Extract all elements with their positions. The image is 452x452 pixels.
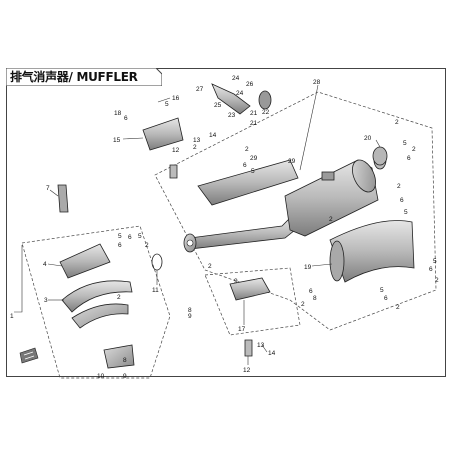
callout-5-a: 5 xyxy=(118,233,122,240)
callout-12-top: 12 xyxy=(172,147,180,154)
spring-top xyxy=(169,164,178,179)
center-group-outline xyxy=(204,267,301,336)
callout-7: 7 xyxy=(46,185,50,192)
header-heat-shield xyxy=(59,243,111,279)
left-group-outline xyxy=(21,225,171,379)
callout-26: 26 xyxy=(246,81,254,88)
top-bracket xyxy=(211,83,251,115)
callout-5-g: 5 xyxy=(433,258,437,265)
callout-6-f: 6 xyxy=(400,197,404,204)
oxygen-sensor xyxy=(57,184,69,213)
heat-shield-end xyxy=(329,240,345,282)
callout-2-e: 2 xyxy=(412,146,416,153)
callout-3: 3 xyxy=(44,297,48,304)
callout-9-a: 9 xyxy=(188,313,192,320)
callout-10: 10 xyxy=(97,373,105,380)
header-pipes xyxy=(61,280,133,313)
gasket xyxy=(151,253,163,271)
callout-14-top: 14 xyxy=(209,132,217,139)
callout-15: 15 xyxy=(113,137,121,144)
callout-21-a: 21 xyxy=(250,110,258,117)
callout-6-i: 6 xyxy=(309,288,313,295)
callout-6-c: 6 xyxy=(124,115,128,122)
callout-6-g: 6 xyxy=(429,266,433,273)
callout-6-h: 6 xyxy=(384,295,388,302)
diagram-title: 排气消声器/ MUFFLER xyxy=(10,70,138,84)
callout-8-a: 8 xyxy=(188,307,192,314)
hanger-bracket xyxy=(229,277,271,301)
damper xyxy=(372,146,388,166)
callout-12-bottom: 12 xyxy=(243,367,251,374)
callout-29-b: 29 xyxy=(288,158,296,165)
callout-13-top: 13 xyxy=(193,137,201,144)
callout-5-e: 5 xyxy=(403,140,407,147)
rubber-mount xyxy=(258,90,272,110)
direction-arrow-icon xyxy=(19,347,39,364)
callout-9-b: 9 xyxy=(234,278,238,285)
callout-2-c: 2 xyxy=(117,294,121,301)
callout-4: 4 xyxy=(43,261,47,268)
callout-24-b: 24 xyxy=(236,90,244,97)
callout-28: 28 xyxy=(313,79,321,86)
muffler-bracket xyxy=(321,171,335,181)
callout-2-h: 2 xyxy=(435,277,439,284)
rear-shield xyxy=(142,117,184,151)
callout-2-j: 2 xyxy=(301,301,305,308)
callout-5-c: 5 xyxy=(165,101,169,108)
callout-5-d: 5 xyxy=(251,168,255,175)
callout-2-i: 2 xyxy=(396,304,400,311)
callout-5-h: 5 xyxy=(380,287,384,294)
leader-lines xyxy=(14,84,381,365)
callout-6-e: 6 xyxy=(407,155,411,162)
callout-6-d: 6 xyxy=(243,162,247,169)
muffler-end-cap xyxy=(352,159,376,193)
callout-14-bottom: 14 xyxy=(268,350,276,357)
callout-11: 11 xyxy=(152,287,159,294)
callout-19: 19 xyxy=(304,264,312,271)
callout-17: 17 xyxy=(238,326,246,333)
muffler-heat-shield xyxy=(329,220,415,283)
callout-20: 20 xyxy=(364,135,372,142)
callout-18: 18 xyxy=(114,110,122,117)
callout-25: 25 xyxy=(214,102,222,109)
callout-2-k: 2 xyxy=(208,263,212,270)
mount-bracket xyxy=(103,344,135,369)
callout-29-a: 29 xyxy=(250,155,258,162)
callout-21-b: 21 xyxy=(250,120,258,127)
callout-6-b: 6 xyxy=(128,234,132,241)
callout-23: 23 xyxy=(228,112,236,119)
pipe-heat-shield xyxy=(197,159,299,206)
callout-2-b: 2 xyxy=(193,144,197,151)
callout-2-f: 2 xyxy=(397,183,401,190)
callout-1: 1 xyxy=(10,313,14,320)
callout-8-b: 8 xyxy=(313,295,317,302)
callout-9-c: 9 xyxy=(123,373,127,380)
callout-2-a: 2 xyxy=(145,242,149,249)
callout-2-d: 2 xyxy=(395,119,399,126)
callout-2-g: 2 xyxy=(329,216,333,223)
callout-2-l: 2 xyxy=(245,146,249,153)
callout-16: 16 xyxy=(172,95,180,102)
exhaust-pipe xyxy=(189,217,296,250)
callout-5-b: 5 xyxy=(138,233,142,240)
callout-5-f: 5 xyxy=(404,209,408,216)
callout-13-bottom: 13 xyxy=(257,342,265,349)
right-group-outline xyxy=(154,91,437,331)
callout-labels: 1 3 4 7 10 11 12 12 13 13 14 14 15 16 17… xyxy=(10,75,439,380)
header-pipes-lower xyxy=(71,303,129,329)
callout-24-a: 24 xyxy=(232,75,240,82)
callout-8-c: 8 xyxy=(123,357,127,364)
spring xyxy=(244,339,253,357)
callout-27: 27 xyxy=(196,86,204,93)
callout-6-a: 6 xyxy=(118,242,122,249)
callout-22: 22 xyxy=(262,109,270,116)
title-tab xyxy=(6,68,162,86)
diagram-frame xyxy=(6,68,446,377)
